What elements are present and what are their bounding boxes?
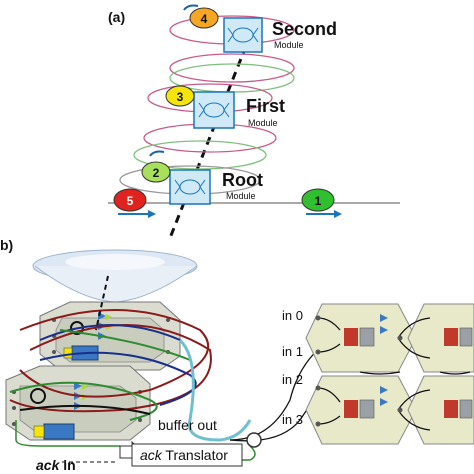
panel-b-label: b): [0, 237, 13, 253]
panel-b: b): [0, 237, 474, 473]
hex-cell-bottom-right: [407, 375, 474, 445]
hex-cell-top-left: [305, 303, 417, 373]
port-in-1: in 1: [282, 344, 303, 359]
module-root-box: [169, 169, 211, 205]
hex-grid-nodes: [315, 315, 403, 427]
ack-in-label: ack in: [36, 457, 76, 473]
rotation-arrows: [149, 4, 199, 157]
badge-2: [141, 161, 171, 183]
module-second-icon: [227, 27, 259, 43]
panel-b-dashed: [95, 275, 109, 331]
badge-3: [165, 85, 195, 107]
module-first: 3 First Module: [165, 85, 285, 129]
hex-grid: [305, 303, 474, 445]
badge-3-label: 3: [177, 90, 184, 104]
ack-translator-rest: Translator: [162, 447, 228, 463]
ack-in-rest: in: [59, 457, 75, 473]
module-root-icon: [174, 179, 206, 195]
badge-2-label: 2: [153, 166, 160, 180]
module-second-box: [223, 17, 263, 53]
ack-in-em: ack: [36, 457, 61, 473]
hex-cell-bottom-left: [305, 375, 417, 445]
buffer-out-label: buffer out: [158, 417, 217, 433]
lower-blue-chip: [43, 423, 75, 440]
module-second: 4 Second Module: [189, 7, 337, 53]
badge-4-label: 4: [201, 12, 208, 26]
port-in-2: in 2: [282, 372, 303, 387]
funnel-shape: [32, 249, 198, 303]
module-root-sub: Module: [226, 191, 256, 201]
dashed-axis: [168, 45, 248, 239]
marker-5-label: 5: [127, 194, 134, 208]
marker-5: 5: [113, 188, 156, 218]
module-first-sub: Module: [248, 118, 278, 128]
port-in-3: in 3: [282, 412, 303, 427]
panel-a-label: (a): [108, 9, 125, 25]
ack-translator-em: ack: [140, 447, 163, 463]
module-first-icon: [198, 102, 230, 118]
module-root: 2 Root Module: [141, 161, 263, 205]
module-second-sub: Module: [274, 40, 304, 50]
hex-cell-top-right: [407, 303, 474, 373]
port-in-0: in 0: [282, 308, 303, 323]
ack-translator: ack Translator: [119, 440, 243, 467]
ack-translator-label: ack Translator: [140, 447, 228, 463]
buffer-out-node: [246, 432, 262, 448]
module-second-name: Second: [272, 19, 337, 39]
wire-tangle: [9, 309, 331, 461]
module-root-name: Root: [222, 170, 263, 190]
module-first-box: [193, 91, 235, 129]
panel-a: (a): [108, 4, 400, 239]
badge-4: [189, 7, 219, 29]
module-first-name: First: [246, 96, 285, 116]
marker-1-label: 1: [315, 194, 322, 208]
marker-1: 1: [301, 188, 342, 218]
